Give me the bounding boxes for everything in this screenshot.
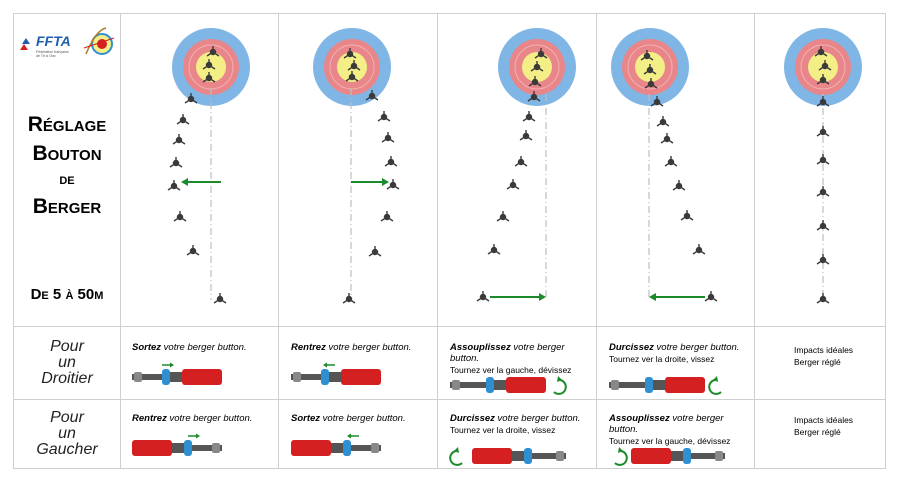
rotate-right-icon — [449, 450, 463, 466]
svg-text:de Tir à l'Arc: de Tir à l'Arc — [36, 54, 56, 58]
direction-arrow — [181, 178, 221, 186]
row-label-droitier: Pour un Droitier — [41, 338, 93, 387]
grid-line — [14, 326, 885, 327]
distance-range: De 5 à 50m — [30, 286, 104, 303]
grid-line — [754, 14, 755, 468]
instruction-gaucher-2: Sortez votre berger button. — [291, 413, 406, 424]
arrow-fletchings — [342, 48, 400, 304]
svg-text:Fédération française: Fédération française — [36, 50, 69, 54]
arrow-fletchings — [814, 46, 832, 304]
reglage-sheet: FFTA Fédération française de Tir à l'Arc… — [13, 13, 886, 469]
ideal-note-gaucher: Impacts idéales Berger réglé — [794, 415, 854, 437]
instruction-gaucher-3: Durcissez votre berger button. Tournez v… — [450, 413, 581, 435]
title-word: Bouton — [32, 142, 102, 165]
berger-button-icon — [449, 441, 570, 471]
arrow-fletchings — [476, 48, 548, 302]
panel-rentrez — [279, 14, 437, 326]
grid-line — [437, 14, 438, 468]
rotate-left-icon — [553, 379, 567, 395]
panel-ideal — [755, 14, 887, 326]
berger-button-icon — [291, 431, 391, 461]
arrow-fletchings — [167, 46, 227, 304]
ffta-logo-text: FFTA — [36, 33, 71, 49]
arrow-fletchings — [640, 50, 718, 302]
instruction-droitier-3: Assouplissez votre berger button. Tourne… — [450, 342, 572, 375]
grid-line — [278, 14, 279, 468]
berger-button-icon — [609, 370, 729, 400]
rotate-left-icon — [614, 450, 628, 466]
title-word: Réglage — [27, 113, 107, 136]
grid-line — [120, 14, 121, 468]
instruction-gaucher-4: Assouplissez votre berger button. Tourne… — [609, 413, 731, 446]
instruction-droitier-4: Durcissez votre berger button. Tournez v… — [609, 342, 740, 364]
direction-arrow — [351, 178, 389, 186]
instruction-droitier-1: Sortez votre berger button. — [132, 342, 247, 353]
grid-line — [596, 14, 597, 468]
berger-button-icon — [609, 441, 729, 471]
title-word: de — [59, 171, 75, 188]
instruction-gaucher-1: Rentrez votre berger button. — [132, 413, 253, 424]
page-title: Réglage Bouton de Berger — [14, 110, 120, 221]
instruction-droitier-2: Rentrez votre berger button. — [291, 342, 412, 353]
title-word: Berger — [32, 195, 102, 218]
panel-sortez — [121, 14, 278, 326]
berger-button-icon — [132, 431, 232, 461]
direction-arrow — [490, 293, 546, 301]
berger-button-icon — [291, 360, 391, 390]
rotate-right-icon — [708, 379, 722, 395]
grid-line — [14, 399, 885, 400]
berger-button-icon — [450, 370, 570, 400]
panel-assouplissez — [438, 14, 596, 326]
row-label-gaucher: Pour un Gaucher — [36, 409, 98, 458]
direction-arrow — [649, 293, 705, 301]
berger-button-icon — [132, 360, 232, 390]
ffta-logo: FFTA Fédération française de Tir à l'Arc — [18, 26, 118, 62]
panel-durcissez — [597, 14, 754, 326]
ideal-note-droitier: Impacts idéales Berger réglé — [794, 345, 854, 367]
